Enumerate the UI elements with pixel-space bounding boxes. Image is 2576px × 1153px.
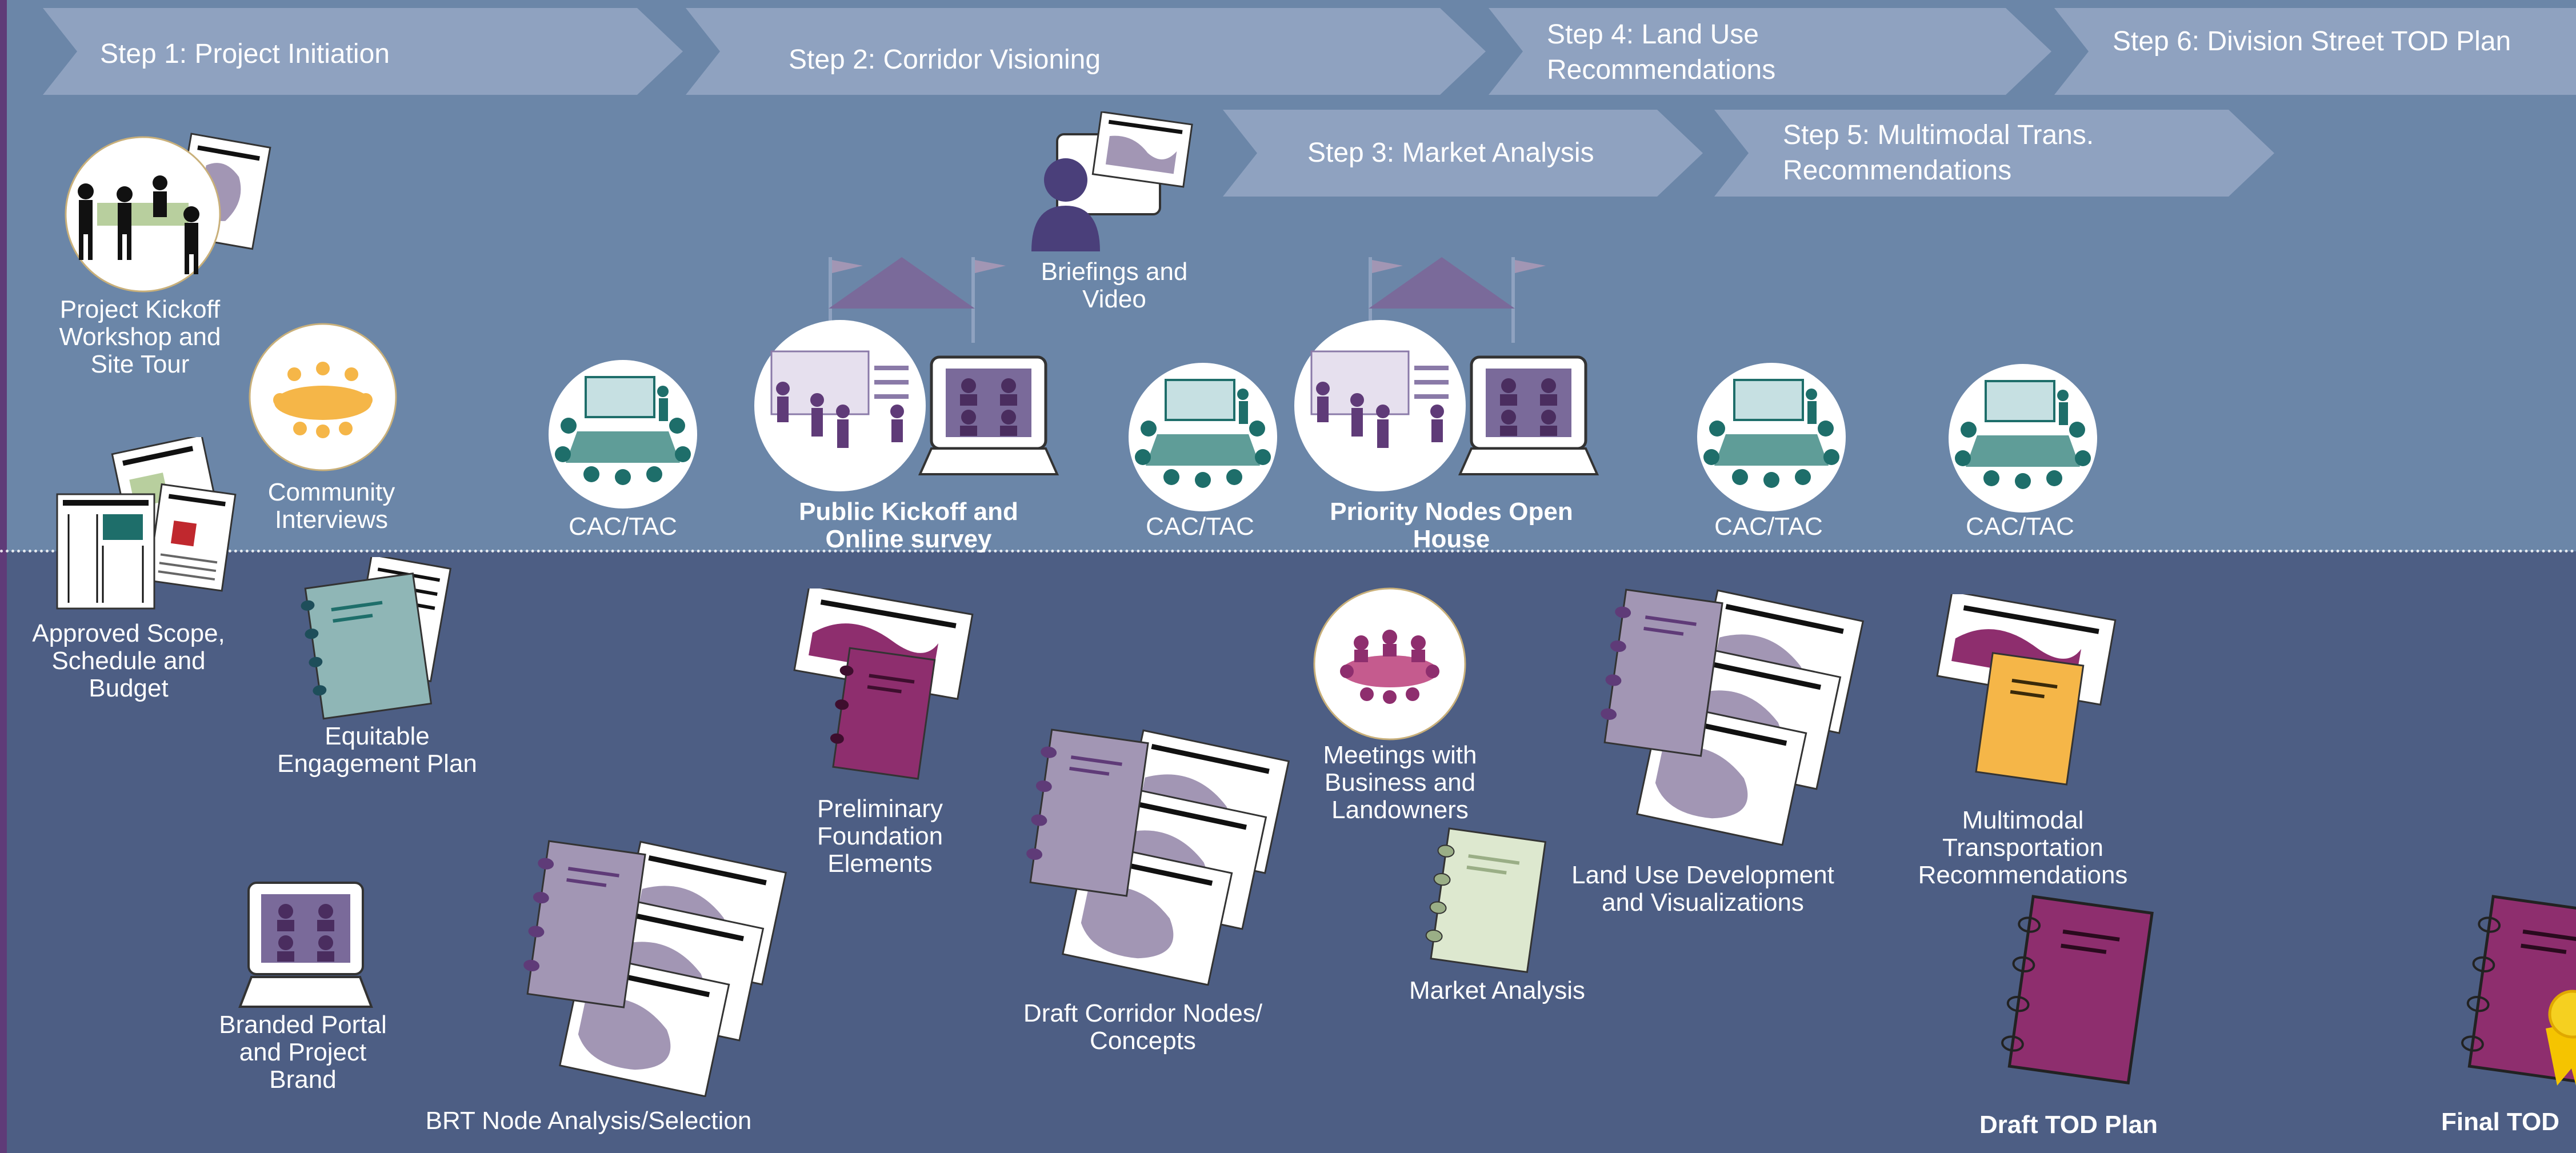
label-cac-tac-2: CAC/TAC <box>1146 513 1254 541</box>
label-cac-tac-4: CAC/TAC <box>1966 513 2074 541</box>
label-draft-tod-plan: Draft TOD Plan <box>1979 1111 2158 1139</box>
open-house-tent-icon <box>754 257 1059 491</box>
step-1-label: Step 1: Project Initiation <box>100 39 390 69</box>
label-public-kickoff: Public Kickoff and Online survey <box>799 498 1018 553</box>
brt-analysis-binder-icon <box>523 840 787 1097</box>
foundation-binder-icon <box>793 588 974 780</box>
label-foundation-elements: Preliminary Foundation Elements <box>817 795 943 878</box>
label-briefings: Briefings and Video <box>1041 258 1188 313</box>
corridor-concepts-binder-icon <box>1026 728 1290 986</box>
label-cac-tac-3: CAC/TAC <box>1714 513 1823 541</box>
step-4-arrow: Step 4: Land Use Recommendations <box>1489 8 2051 95</box>
cac-tac-meeting-icon <box>549 360 697 509</box>
cac-tac-meeting-icon <box>1129 363 1277 511</box>
branded-portal-monitor-icon <box>238 882 373 1008</box>
step-5-arrow: Step 5: Multimodal Trans. Recommendation… <box>1714 110 2274 197</box>
step-5-label-line2: Recommendations <box>1783 155 2012 186</box>
draft-plan-binder-icon <box>2001 895 2154 1085</box>
step-6-arrow: Step 6: Division Street TOD Plan <box>2054 8 2576 95</box>
label-final-tod-plan: Final TOD <box>2441 1108 2559 1136</box>
label-community-interviews: Community Interviews <box>267 478 395 534</box>
label-land-use: Land Use Development and Visualizations <box>1571 861 1834 916</box>
label-business-meetings: Meetings with Business and Landowners <box>1323 741 1477 824</box>
label-corridor-concepts: Draft Corridor Nodes/ Concepts <box>1023 999 1263 1055</box>
step-6-label: Step 6: Division Street TOD Plan <box>2113 26 2511 57</box>
label-approved-scope: Approved Scope, Schedule and Budget <box>32 619 225 702</box>
step-5-label-line1: Step 5: Multimodal Trans. <box>1783 120 2094 150</box>
scope-documents-icon <box>56 437 237 610</box>
workshop-icon <box>65 133 271 293</box>
label-project-kickoff: Project Kickoff Workshop and Site Tour <box>59 295 221 378</box>
label-engagement-plan: Equitable Engagement Plan <box>277 722 477 778</box>
label-priority-nodes: Priority Nodes Open House <box>1330 498 1573 553</box>
business-meeting-icon <box>1313 587 1466 740</box>
final-plan-binder-icon <box>2461 895 2576 1086</box>
cac-tac-meeting-icon <box>1949 364 2097 513</box>
left-accent-stripe <box>0 0 7 1153</box>
band-divider <box>0 550 2576 553</box>
label-cac-tac-1: CAC/TAC <box>569 513 677 541</box>
step-1-arrow: Step 1: Project Initiation <box>43 8 683 95</box>
award-ribbon-icon <box>2546 990 2576 1086</box>
label-brt-analysis: BRT Node Analysis/Selection <box>425 1107 752 1135</box>
step-3-arrow: Step 3: Market Analysis <box>1223 110 1703 197</box>
label-market-analysis: Market Analysis <box>1409 976 1586 1004</box>
market-analysis-binder-icon <box>1425 827 1547 974</box>
step-4-label-line1: Step 4: Land Use <box>1547 19 1759 50</box>
step-2-arrow: Step 2: Corridor Visioning <box>686 8 1486 95</box>
engagement-plan-binder-icon <box>301 557 452 720</box>
cac-tac-meeting-icon <box>1697 363 1846 511</box>
step-3-label: Step 3: Market Analysis <box>1307 138 1594 168</box>
community-interviews-icon <box>249 323 397 471</box>
briefing-video-icon <box>1031 111 1193 251</box>
open-house-tent-icon <box>1294 257 1599 491</box>
label-branded-portal: Branded Portal and Project Brand <box>219 1011 387 1094</box>
label-multimodal: Multimodal Transportation Recommendation… <box>1918 806 2128 889</box>
step-2-label: Step 2: Corridor Visioning <box>789 45 1101 75</box>
land-use-binder-icon <box>1601 588 1865 846</box>
step-4-label-line2: Recommendations <box>1547 55 1776 85</box>
multimodal-binder-icon <box>1936 594 2117 786</box>
